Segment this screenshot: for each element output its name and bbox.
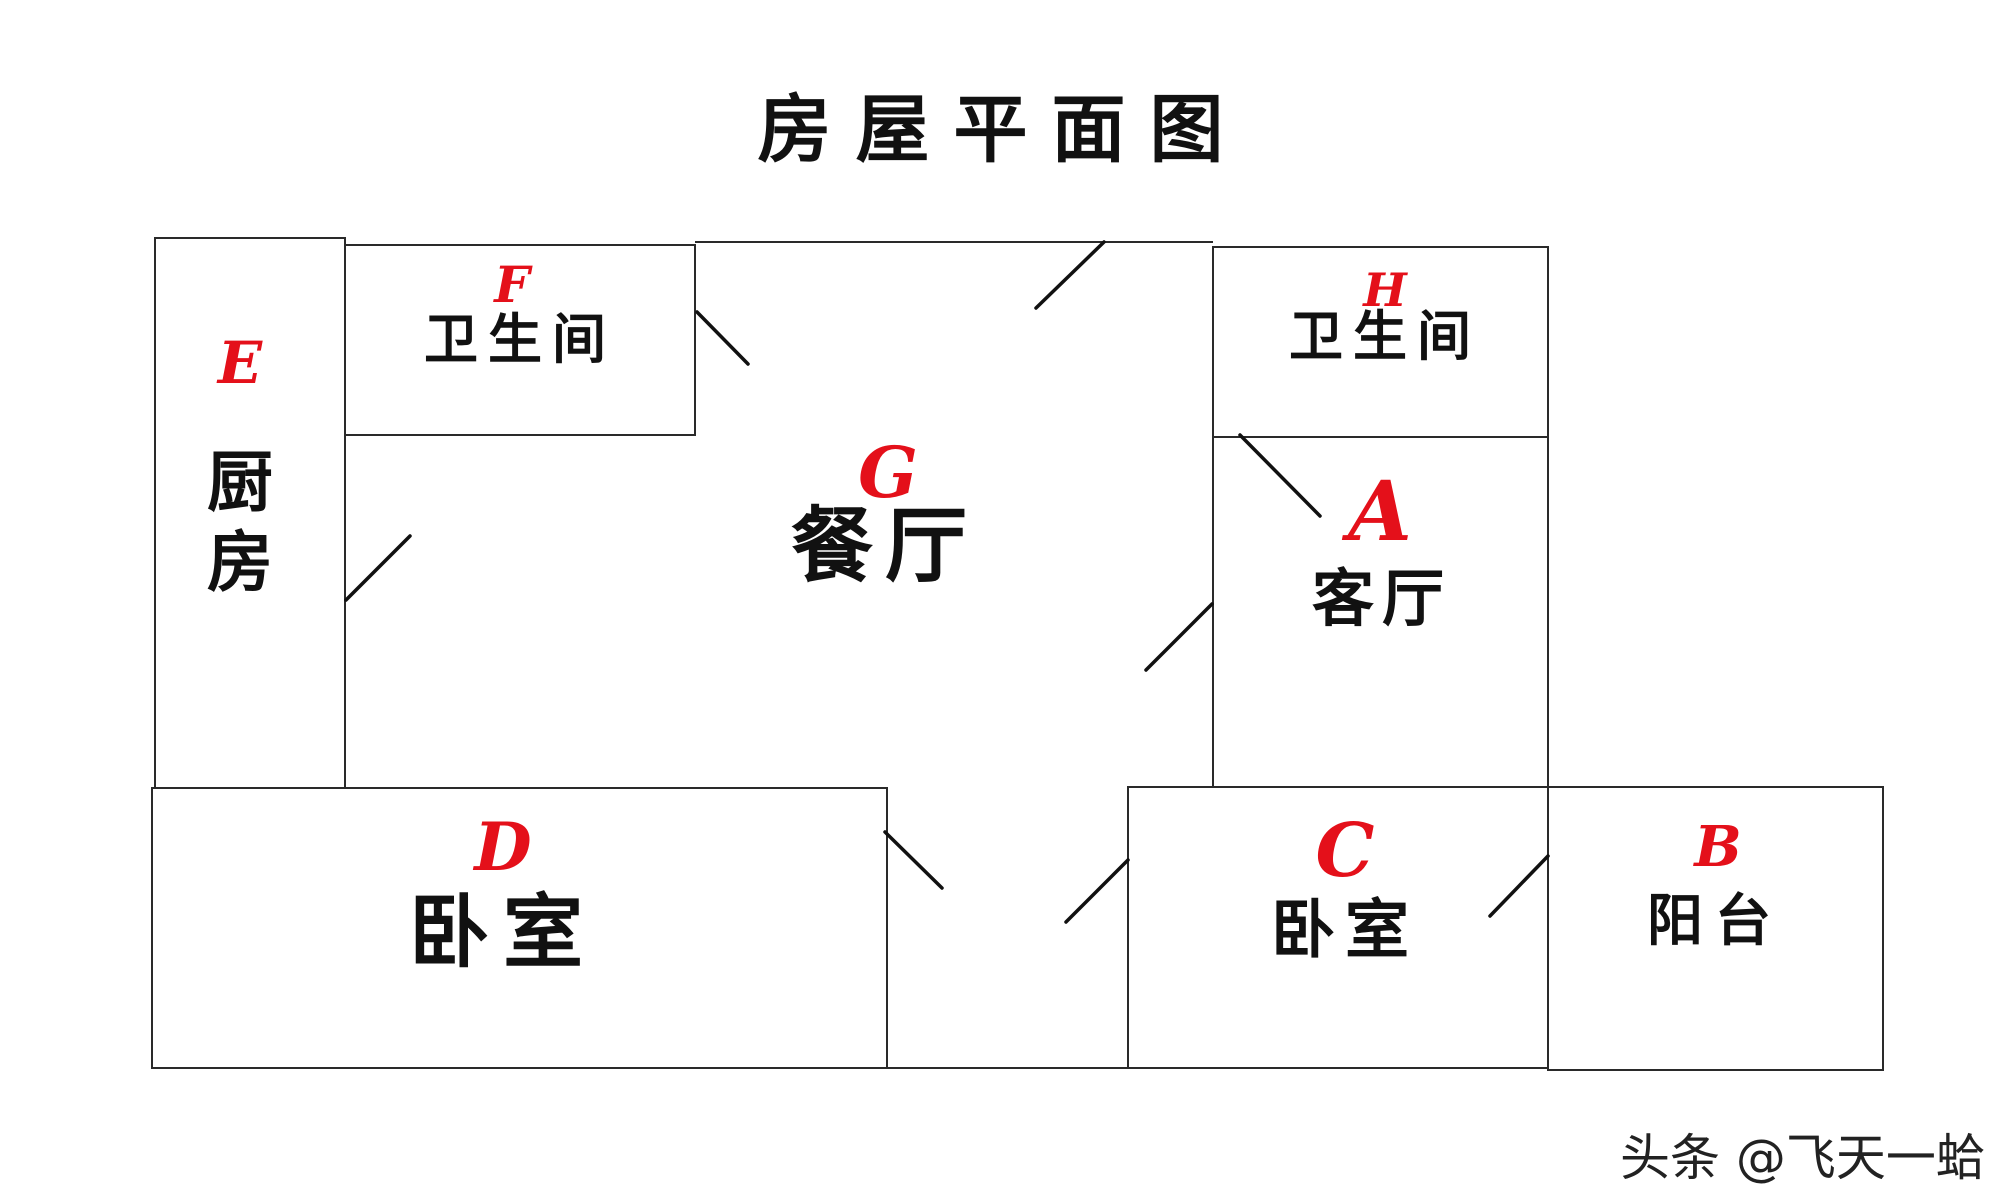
room-d-name: 卧室 xyxy=(409,885,597,979)
room-c-letter: C xyxy=(1316,808,1375,894)
room-f-bathroom-outline xyxy=(344,244,696,436)
room-a-letter: A xyxy=(1341,464,1412,560)
room-h-letter: H xyxy=(1361,263,1408,317)
door-b[interactable] xyxy=(1488,854,1550,918)
room-f-name: 卫生间 xyxy=(424,307,616,371)
door-d[interactable] xyxy=(883,830,944,890)
door-g-top[interactable] xyxy=(1034,240,1106,310)
room-d-letter: D xyxy=(472,808,531,886)
room-e-name-line1: 厨 xyxy=(207,443,273,521)
room-f-letter: F xyxy=(492,255,533,314)
room-e-name-line2: 房 xyxy=(207,523,273,601)
door-c[interactable] xyxy=(1064,858,1130,924)
room-b-balcony-outline xyxy=(1547,786,1884,1071)
room-a-name: 客厅 xyxy=(1312,562,1452,635)
door-f[interactable] xyxy=(695,310,750,366)
room-b-letter: B xyxy=(1692,814,1741,880)
room-e-letter: E xyxy=(216,329,263,397)
room-g-name: 餐厅 xyxy=(791,498,979,594)
room-g-letter: G xyxy=(858,431,918,514)
room-c-name: 卧室 xyxy=(1271,893,1419,968)
plan-title: 房屋平面图 xyxy=(757,87,1248,173)
room-b-name: 阳台 xyxy=(1647,888,1783,954)
room-d-bedroom-outline xyxy=(151,787,888,1069)
watermark: 头条 @飞天一蛤 xyxy=(1620,1129,1986,1187)
door-e[interactable] xyxy=(344,534,412,602)
room-h-name: 卫生间 xyxy=(1289,304,1481,368)
doors xyxy=(344,240,1550,924)
door-a[interactable] xyxy=(1238,433,1322,518)
walls xyxy=(151,237,1884,1071)
door-g-right[interactable] xyxy=(1144,602,1214,672)
